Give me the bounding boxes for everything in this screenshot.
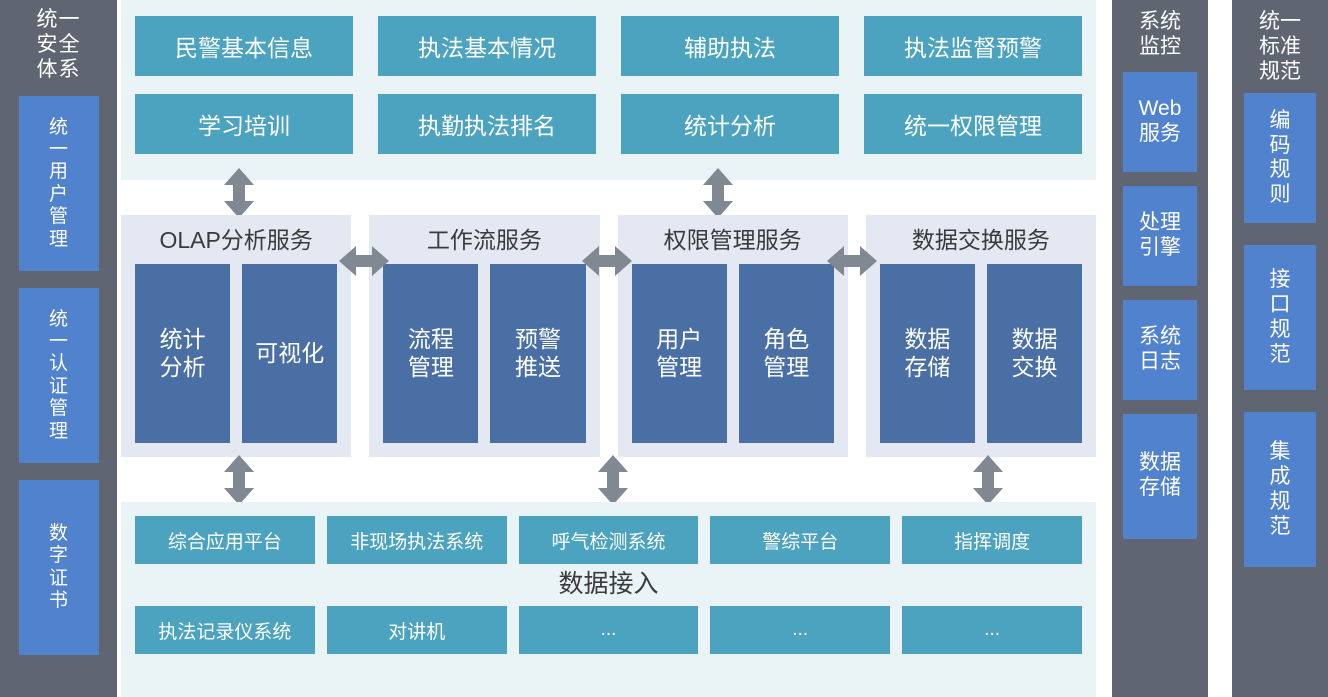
svc-box-visualization[interactable]: 可视化 [242, 264, 338, 443]
main-architecture-area: 民警基本信息 执法基本情况 辅助执法 执法监督预警 学习培训 执勤执法排名 统计… [117, 0, 1112, 697]
data-layer-row-2: 执法记录仪系统 对讲机 ... ... ... [135, 606, 1082, 654]
app-box-unified-permission-management[interactable]: 统一权限管理 [864, 94, 1082, 154]
app-box-duty-enforcement-ranking[interactable]: 执勤执法排名 [378, 94, 596, 154]
system-monitor-column: 系统 监控 Web 服务 处理 引擎 系统 日志 数据 存储 [1112, 0, 1208, 697]
service-panel-boxes: 数据 存储 数据 交换 [879, 264, 1082, 443]
arrow-up-down-dataexchange-data [972, 455, 1004, 505]
service-panel-boxes: 流程 管理 预警 推送 [383, 264, 586, 443]
box-system-log[interactable]: 系统 日志 [1123, 299, 1197, 400]
arrow-left-right-workflow-permission [582, 245, 632, 277]
title-line: 体系 [36, 57, 81, 81]
service-panel-title: 数据交换服务 [911, 227, 1050, 253]
service-panel-title: 权限管理服务 [663, 227, 802, 253]
box-interface-spec[interactable]: 接 口 规 范 [1244, 245, 1316, 391]
data-box-breath-test-system[interactable]: 呼气检测系统 [518, 516, 699, 564]
title-line: 统一 [36, 8, 81, 31]
service-panel-permission-management: 权限管理服务 用户 管理 角色 管理 [617, 215, 848, 457]
box-digital-certificate[interactable]: 数 字 证 书 [18, 480, 99, 656]
title-line: 监控 [1139, 34, 1181, 58]
arrow-up-down-app-permission [702, 168, 734, 218]
service-layer: OLAP分析服务 统计 分析 可视化 工作流服务 [121, 215, 1096, 457]
title-line: 统一 [1259, 10, 1301, 33]
service-panel-olap-analysis: OLAP分析服务 统计 分析 可视化 [121, 215, 352, 457]
box-web-service[interactable]: Web 服务 [1123, 71, 1197, 172]
box-unified-auth-management[interactable]: 统 一 认 证 管 理 [18, 288, 99, 464]
service-panel-title: 工作流服务 [426, 227, 542, 253]
service-panel-workflow: 工作流服务 流程 管理 预警 推送 [369, 215, 600, 457]
svc-box-data-exchange[interactable]: 数据 交换 [986, 264, 1082, 443]
app-box-police-basic-info[interactable]: 民警基本信息 [135, 16, 353, 76]
data-box-more-2[interactable]: ... [710, 606, 891, 654]
arrow-up-down-workflow-data [597, 455, 629, 505]
column-title-system-monitor: 系统 监控 [1139, 0, 1181, 60]
app-box-assisted-enforcement[interactable]: 辅助执法 [621, 16, 839, 76]
arrow-left-right-olap-workflow [339, 245, 389, 277]
column-title-standard-spec: 统一 标准 规范 [1259, 0, 1301, 84]
service-panel-title: OLAP分析服务 [159, 227, 313, 253]
data-box-more-1[interactable]: ... [518, 606, 699, 654]
title-line: 安全 [36, 32, 81, 56]
app-box-enforcement-supervision-alert[interactable]: 执法监督预警 [864, 16, 1082, 76]
svc-box-statistical-analysis[interactable]: 统计 分析 [135, 264, 231, 443]
box-unified-user-management[interactable]: 统 一 用 户 管 理 [18, 96, 99, 272]
title-line: 标准 [1259, 34, 1301, 58]
title-line: 规范 [1259, 59, 1301, 83]
service-panel-boxes: 用户 管理 角色 管理 [631, 264, 834, 443]
arrow-up-down-olap-data [223, 455, 255, 505]
data-access-caption: 数据接入 [558, 570, 659, 598]
data-box-walkie-talkie[interactable]: 对讲机 [326, 606, 507, 654]
svc-box-alert-push[interactable]: 预警 推送 [490, 264, 586, 443]
unified-security-system-column: 统一 安全 体系 统 一 用 户 管 理 统 一 认 证 管 理 数 字 证 书 [0, 0, 117, 697]
service-panel-boxes: 统计 分析 可视化 [135, 264, 338, 443]
application-layer: 民警基本信息 执法基本情况 辅助执法 执法监督预警 学习培训 执勤执法排名 统计… [121, 0, 1096, 180]
data-box-integrated-application-platform[interactable]: 综合应用平台 [135, 516, 315, 564]
application-layer-grid: 民警基本信息 执法基本情况 辅助执法 执法监督预警 学习培训 执勤执法排名 统计… [135, 16, 1082, 154]
data-box-non-onsite-enforcement-system[interactable]: 非现场执法系统 [326, 516, 507, 564]
data-box-command-dispatch[interactable]: 指挥调度 [902, 516, 1082, 564]
data-layer-row-1: 综合应用平台 非现场执法系统 呼气检测系统 警综平台 指挥调度 [135, 516, 1082, 564]
service-panel-data-exchange: 数据交换服务 数据 存储 数据 交换 [865, 215, 1096, 457]
arrow-left-right-permission-dataexchange [827, 245, 877, 277]
app-box-statistical-analysis[interactable]: 统计分析 [621, 94, 839, 154]
title-line: 系统 [1139, 10, 1181, 33]
app-box-law-enforcement-basics[interactable]: 执法基本情况 [378, 16, 596, 76]
app-box-study-training[interactable]: 学习培训 [135, 94, 353, 154]
arrow-up-down-app-olap [223, 168, 255, 218]
svc-box-role-management[interactable]: 角色 管理 [738, 264, 834, 443]
box-data-storage[interactable]: 数据 存储 [1123, 413, 1197, 539]
data-box-enforcement-recorder-system[interactable]: 执法记录仪系统 [135, 606, 315, 654]
column-title-security: 统一 安全 体系 [37, 0, 81, 82]
data-box-more-3[interactable]: ... [902, 606, 1082, 654]
svc-box-user-management[interactable]: 用户 管理 [631, 264, 727, 443]
box-processing-engine[interactable]: 处理 引擎 [1123, 185, 1197, 286]
svc-box-process-management[interactable]: 流程 管理 [383, 264, 479, 443]
data-access-layer: 综合应用平台 非现场执法系统 呼气检测系统 警综平台 指挥调度 数据接入 执法记… [121, 502, 1096, 697]
box-integration-spec[interactable]: 集 成 规 范 [1244, 412, 1316, 568]
unified-standard-spec-column: 统一 标准 规范 编 码 规 则 接 口 规 范 集 成 规 范 [1232, 0, 1328, 697]
box-coding-rules[interactable]: 编 码 规 则 [1244, 93, 1316, 224]
svc-box-data-storage[interactable]: 数据 存储 [879, 264, 975, 443]
data-box-police-integrated-platform[interactable]: 警综平台 [710, 516, 891, 564]
